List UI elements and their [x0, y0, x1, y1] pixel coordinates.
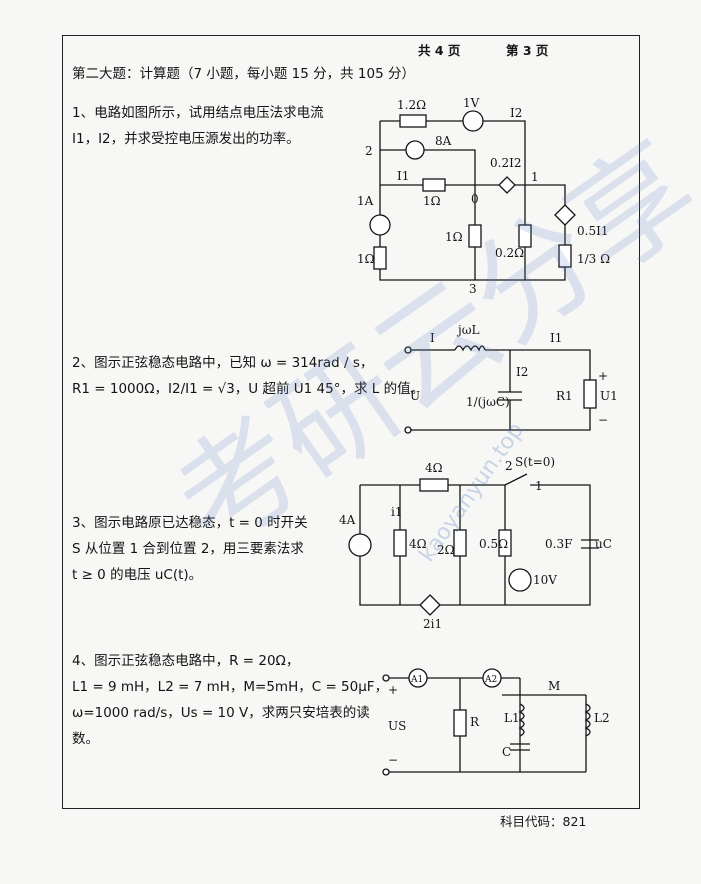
c4-a1: A1 [410, 675, 423, 685]
c2-i: I [430, 331, 435, 345]
c1-r-top: 1.2Ω [397, 98, 426, 112]
c1-dep-i: 0.5I1 [577, 224, 608, 238]
question-3-line3: t ≥ 0 的电压 uC(t)。 [72, 567, 203, 583]
c2-i1: I1 [550, 331, 562, 345]
c3-cap: 0.3F [545, 537, 572, 551]
c4-m: M [548, 679, 560, 693]
c1-node3: 3 [469, 282, 477, 296]
question-4: 4、图示正弦稳态电路中，R = 20Ω， L1 = 9 mH，L2 = 7 mH… [72, 648, 388, 752]
question-1-line2: I1，I2，并求受控电压源发出的功率。 [72, 131, 300, 147]
c3-pos1: 1 [535, 479, 543, 493]
question-1: 1、电路如图所示，试用结点电压法求电流 I1，I2，并求受控电压源发出的功率。 [72, 100, 324, 152]
question-4-line4: 数。 [72, 731, 99, 747]
c1-cs1: 1A [357, 194, 374, 208]
circuit-1-diagram: 1.2Ω 1V I2 2 8A I1 1Ω 0 0.2I2 1 1A 1Ω 1Ω… [357, 96, 610, 296]
circuit-3-diagram: 4Ω S(t=0) 1 2 4A i1 4Ω 2Ω 0.5Ω 0.3F uC 1… [339, 455, 612, 631]
c4-us: US [388, 719, 406, 733]
question-4-line2: L1 = 9 mH，L2 = 7 mH，M=5mH，C = 50μF， [72, 679, 389, 695]
question-2-line2: R1 = 1000Ω，I2/I1 = √3，U 超前 U1 45°，求 L 的值… [72, 381, 425, 397]
c1-cs8: 8A [435, 134, 452, 148]
c3-r-top: 4Ω [425, 461, 443, 475]
c2-i2: I2 [516, 365, 528, 379]
c1-node1: 1 [531, 170, 539, 184]
c1-v-top: 1V [463, 96, 480, 110]
c2-minus: − [598, 413, 608, 427]
c4-plus: + [388, 683, 398, 697]
circuit-2-diagram: I jωL I1 I2 1/(jωC) R1 U1 U + − [404, 323, 618, 434]
question-3-line2: S 从位置 1 合到位置 2，用三要素法求 [72, 541, 304, 557]
c1-r-left: 1Ω [357, 252, 375, 266]
question-3: 3、图示电路原已达稳态，t = 0 时开关 S 从位置 1 合到位置 2，用三要… [72, 510, 308, 588]
c2-r1: R1 [556, 389, 573, 403]
c1-r-third: 1/3 Ω [577, 252, 610, 266]
question-4-line3: ω=1000 rad/s，Us = 10 V，求两只安培表的读 [72, 705, 370, 721]
section-title: 第二大题：计算题（7 小题，每小题 15 分，共 105 分） [72, 66, 415, 82]
question-3-line1: 3、图示电路原已达稳态，t = 0 时开关 [72, 515, 308, 531]
question-4-line1: 4、图示正弦稳态电路中，R = 20Ω， [72, 653, 300, 669]
c2-c: 1/(jωC) [466, 395, 510, 409]
c1-i1: I1 [397, 169, 409, 183]
c3-cs: 4A [339, 513, 356, 527]
total-pages: 共 4 页 [418, 43, 461, 58]
c4-r: R [470, 715, 480, 729]
c4-a2: A2 [484, 675, 497, 685]
c3-r2: 2Ω [437, 543, 455, 557]
c1-node2: 2 [365, 144, 373, 158]
c4-c: C [502, 745, 511, 759]
c2-plus: + [598, 369, 608, 383]
c3-i1: i1 [391, 505, 402, 519]
c3-r4: 4Ω [409, 537, 427, 551]
c2-u1: U1 [600, 389, 618, 403]
c1-r-02: 0.2Ω [495, 246, 524, 260]
c3-pos2: 2 [505, 459, 513, 473]
c3-dep: 2i1 [423, 617, 442, 631]
c4-l2: L2 [594, 711, 610, 725]
c2-u: U [410, 389, 420, 403]
c3-switch: S(t=0) [515, 455, 555, 469]
c3-r05: 0.5Ω [479, 537, 508, 551]
c3-uc: uC [595, 537, 612, 551]
c1-r-mid: 1Ω [423, 194, 441, 208]
c1-node0: 0 [471, 192, 479, 206]
c3-v10: 10V [533, 573, 557, 587]
circuit-4-diagram: A1 A2 M R L1 L2 C US + − [382, 668, 610, 776]
c1-r-mid2: 1Ω [445, 230, 463, 244]
page-border [62, 35, 640, 809]
question-2: 2、图示正弦稳态电路中，已知 ω = 314rad / s， R1 = 1000… [72, 350, 424, 402]
c1-i2: I2 [510, 106, 522, 120]
c1-dep-v: 0.2I2 [490, 156, 521, 170]
question-1-line1: 1、电路如图所示，试用结点电压法求电流 [72, 105, 324, 121]
current-page: 第 3 页 [506, 43, 549, 58]
c4-l1: L1 [504, 711, 520, 725]
c4-minus: − [388, 753, 398, 767]
c2-l: jωL [456, 323, 480, 337]
question-2-line1: 2、图示正弦稳态电路中，已知 ω = 314rad / s， [72, 355, 374, 371]
subject-code: 科目代码：821 [500, 814, 587, 829]
